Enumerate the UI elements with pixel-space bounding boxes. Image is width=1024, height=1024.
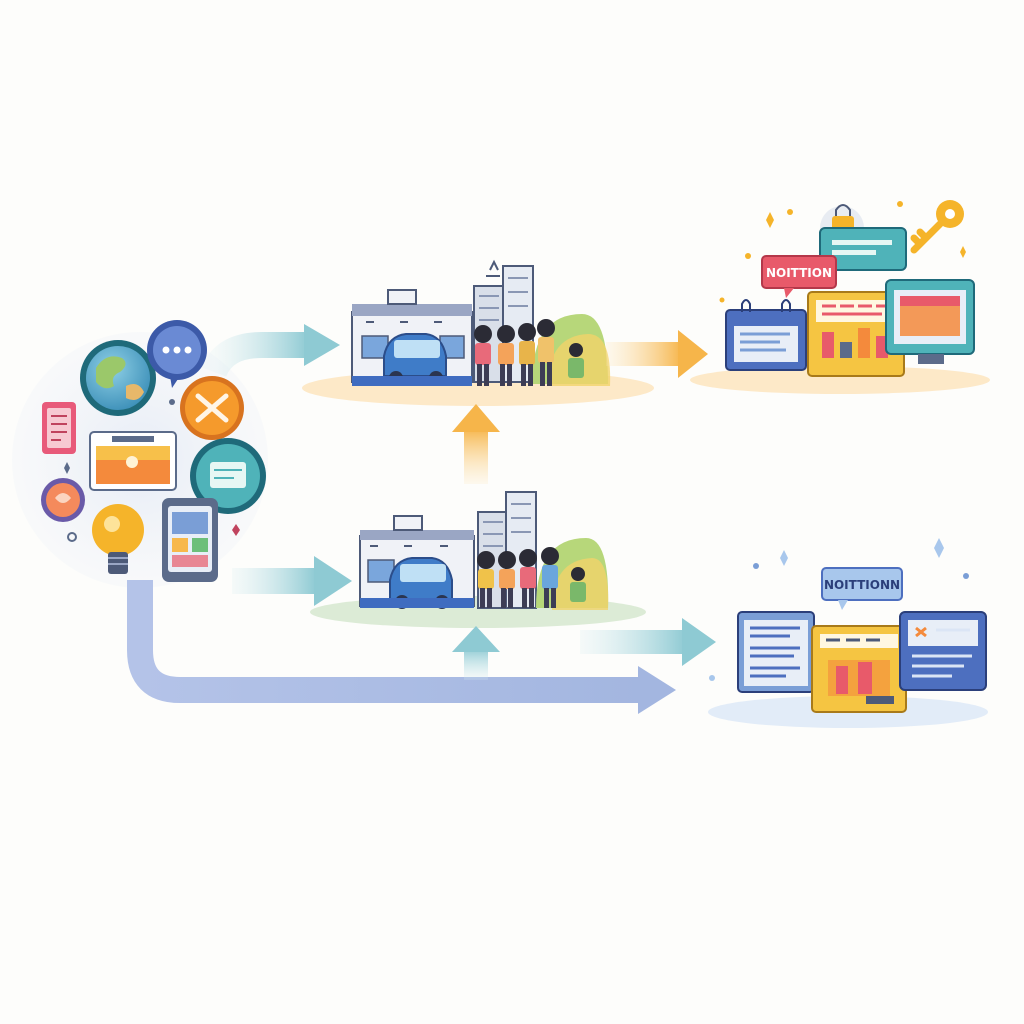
lightbulb-icon — [92, 504, 144, 574]
notion-badge-top-label: NOITTION — [766, 266, 832, 280]
sparkle-decor — [64, 399, 240, 542]
arrow-hub-to-bottom-city — [232, 556, 352, 606]
sparkle-decor — [709, 538, 969, 681]
dashboard-card-yellow — [811, 625, 907, 713]
arrow-hub-to-top-city — [201, 324, 340, 378]
screen-card-left — [737, 611, 815, 693]
globe-icon — [80, 340, 156, 416]
arrow-up-to-bottom-city — [452, 626, 500, 680]
city-scene-top — [302, 259, 654, 406]
screen-card-right — [899, 611, 987, 691]
notion-cluster-top: NOITTION — [690, 200, 990, 394]
arrow-bottom-city-to-top-city — [452, 404, 500, 484]
badge-circle-icon — [41, 478, 85, 522]
people-icon — [474, 319, 584, 386]
key-icon — [910, 200, 964, 254]
map-bubble-icon — [190, 438, 266, 514]
notion-cluster-bottom: NOITTIONN — [708, 538, 988, 728]
image-card-icon — [89, 431, 177, 491]
tablet-icon — [162, 498, 218, 582]
arrow-bottom-city-to-bottom-notion — [580, 618, 716, 666]
city-scene-bottom — [310, 491, 646, 628]
screen-card-left — [725, 299, 807, 371]
car-icon — [383, 333, 447, 385]
notion-badge-bottom-label: NOITTIONN — [824, 578, 900, 592]
dashboard-card-yellow — [807, 291, 905, 377]
notion-badge-top: NOITTION — [761, 255, 837, 298]
chat-bubble-icon — [147, 320, 207, 388]
monitor-card-right — [885, 279, 975, 364]
arrow-top-city-to-top-notion — [606, 330, 708, 378]
arrow-hub-to-bottom-notion — [127, 580, 676, 714]
message-card-teal — [819, 227, 907, 271]
notion-badge-bottom: NOITTIONN — [821, 567, 903, 610]
sparkle-decor — [719, 201, 966, 303]
ticket-icon — [42, 402, 76, 454]
wrench-icon — [180, 376, 244, 440]
people-icon — [477, 547, 586, 608]
